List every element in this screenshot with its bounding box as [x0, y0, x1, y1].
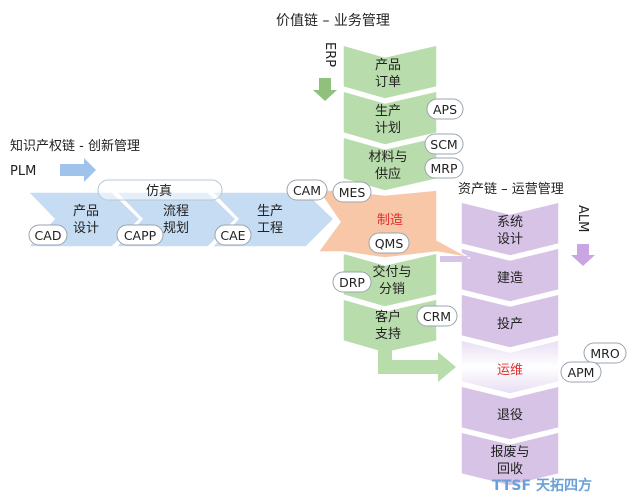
tag-scm: SCM — [424, 133, 464, 155]
knowledge-stage-2-line-2: 规划 — [163, 221, 189, 236]
value-stage-2-line-2: 计划 — [375, 121, 401, 136]
value-chain-title: 价值链 – 业务管理 — [276, 13, 390, 29]
value-stage-3-line-1: 材料与 — [368, 150, 407, 165]
asset-stage-4-label: 运维 — [497, 363, 523, 378]
value-stage-1 — [342, 44, 438, 100]
asset-stage-6-line-2: 回收 — [497, 462, 523, 477]
asset-chain-column — [460, 201, 560, 487]
knowledge-stage-3-line-1: 生产 — [257, 204, 283, 219]
svg-text:MRO: MRO — [590, 346, 619, 361]
knowledge-stage-3-line-2: 工程 — [257, 221, 283, 236]
plm-label: PLM — [10, 164, 36, 179]
manufacturing-junction — [316, 189, 471, 259]
asset-stage-5 — [460, 385, 560, 441]
svg-text:MES: MES — [339, 185, 366, 200]
plm-right-arrow — [60, 158, 96, 182]
asset-stage-2 — [460, 247, 560, 303]
tag-mes: MES — [332, 181, 372, 203]
value-stage-5 — [342, 252, 438, 308]
tag-cad: CAD — [28, 224, 68, 246]
erp-label: ERP — [322, 42, 337, 67]
svg-text:CAD: CAD — [35, 228, 62, 243]
asset-stage-6-line-1: 报废与 — [490, 444, 529, 460]
tag-capp: CAPP — [116, 224, 164, 246]
delivery-asset-link — [440, 256, 470, 262]
knowledge-stage-1-line-2: 设计 — [73, 221, 99, 236]
asset-chain-title: 资产链 – 运营管理 — [458, 182, 564, 197]
asset-stage-3-label: 投产 — [497, 316, 523, 332]
simulation-overlay: 仿真 — [97, 179, 223, 201]
value-stage-6 — [342, 298, 438, 354]
value-stage-5-line-1: 交付与 — [372, 264, 411, 280]
svg-text:SCM: SCM — [430, 137, 457, 152]
tag-aps: APS — [426, 98, 464, 120]
asset-stage-6 — [460, 431, 560, 487]
tag-mrp: MRP — [424, 157, 464, 179]
value-stage-2-line-1: 生产 — [375, 104, 401, 119]
tag-mro: MRO — [583, 342, 627, 364]
knowledge-chain-title: 知识产权链 - 创新管理 — [10, 138, 140, 154]
value-stage-1-line-2: 订单 — [375, 75, 401, 90]
svg-text:QMS: QMS — [375, 236, 404, 251]
svg-text:CRM: CRM — [423, 309, 451, 324]
value-stage-3-line-2: 供应 — [375, 166, 401, 182]
tag-drp: DRP — [332, 271, 372, 293]
asset-stage-1-line-2: 设计 — [497, 232, 523, 247]
tag-cam: CAM — [286, 179, 328, 201]
svg-text:CAE: CAE — [220, 228, 245, 243]
value-chain-exit-arrow — [378, 348, 456, 382]
value-stage-4-label: 制造 — [377, 213, 403, 228]
tag-cae: CAE — [214, 224, 252, 246]
value-stage-6-line-1: 客户 — [375, 309, 401, 325]
value-stage-5-line-2: 分销 — [379, 282, 405, 297]
knowledge-stage-2-line-1: 流程 — [163, 204, 189, 219]
value-stage-3 — [342, 136, 438, 192]
svg-text:APM: APM — [568, 365, 595, 380]
tag-apm: APM — [560, 361, 602, 383]
alm-label: ALM — [575, 205, 590, 232]
tag-crm: CRM — [416, 305, 458, 327]
simulation-band — [97, 179, 223, 201]
simulation-label: 仿真 — [146, 184, 172, 199]
svg-text:DRP: DRP — [339, 275, 365, 290]
asset-stage-2-label: 建造 — [497, 271, 523, 286]
value-stage-6-line-2: 支持 — [375, 327, 401, 342]
svg-text:APS: APS — [433, 102, 457, 117]
alm-down-arrow — [571, 244, 595, 266]
watermark-logo: TTSF 天拓四方 — [492, 477, 592, 494]
asset-stage-3 — [460, 293, 560, 349]
svg-text:CAPP: CAPP — [124, 228, 157, 243]
asset-stage-5-label: 退役 — [497, 408, 523, 423]
asset-stage-1-line-1: 系统 — [497, 215, 523, 230]
value-chain-column — [342, 44, 456, 382]
value-stage-2 — [342, 90, 438, 146]
tag-qms: QMS — [368, 232, 410, 254]
asset-stage-1 — [460, 201, 560, 257]
svg-text:MRP: MRP — [430, 161, 457, 176]
knowledge-stage-1-line-1: 产品 — [73, 204, 99, 219]
svg-text:CAM: CAM — [293, 183, 321, 198]
asset-stage-4 — [460, 339, 560, 395]
erp-down-arrow — [313, 78, 337, 101]
value-stage-1-line-1: 产品 — [375, 58, 401, 73]
